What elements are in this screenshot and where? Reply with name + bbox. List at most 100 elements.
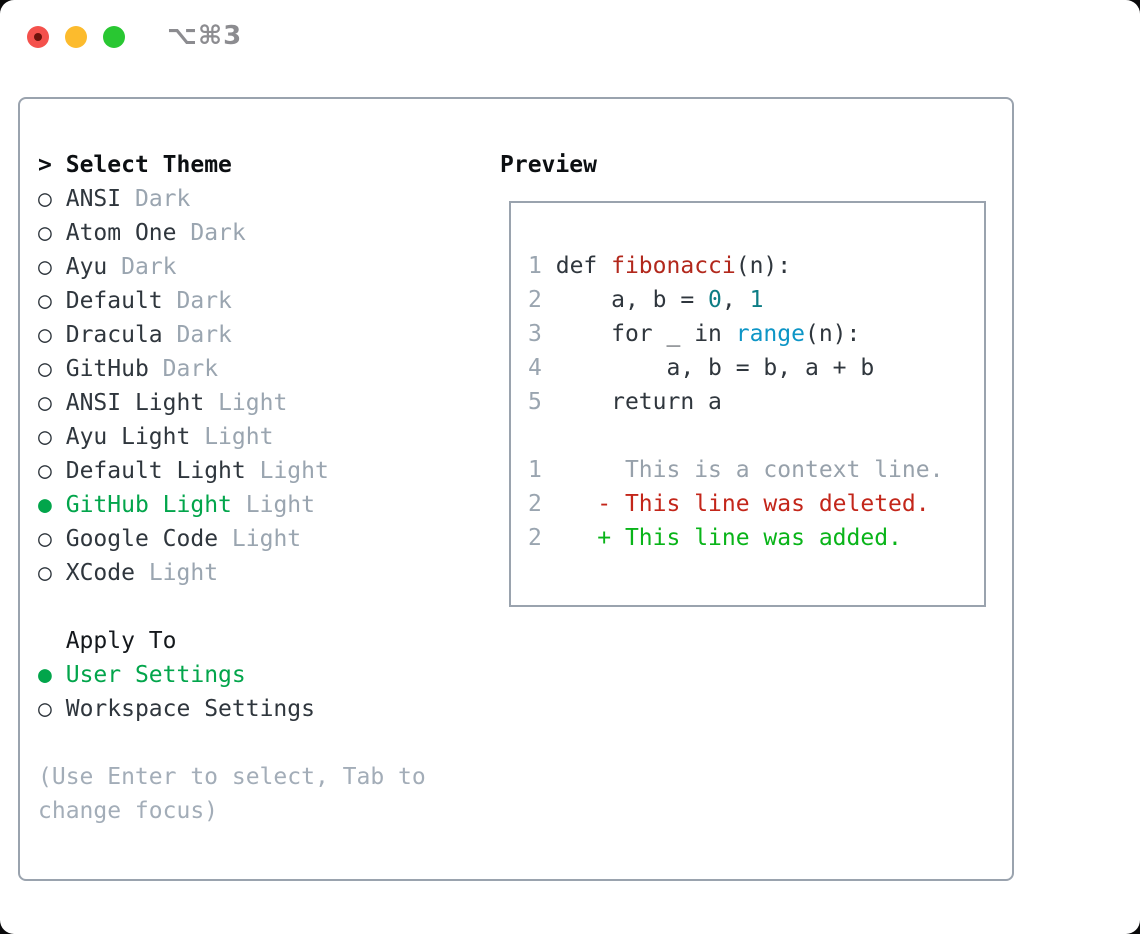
theme-name: Default	[65, 288, 163, 314]
theme-variant: Light	[259, 458, 329, 484]
window-title: ⌥⌘3	[167, 21, 243, 51]
keyboard-hint: (Use Enter to select, Tab to change focus…	[38, 760, 426, 828]
code-token: a, b =	[555, 287, 709, 313]
code-token: (n):	[804, 321, 861, 347]
apply-to-header: Apply To	[65, 628, 177, 654]
code-token: (n):	[735, 253, 792, 279]
theme-name: ANSI Light	[65, 390, 205, 416]
theme-name: Google Code	[65, 526, 219, 552]
theme-list: ○ ANSI Dark○ Atom One Dark○ Ayu Dark○ De…	[38, 182, 426, 590]
radio-icon: ○	[38, 424, 52, 450]
line-number: 1	[528, 457, 542, 483]
theme-option-atom-one[interactable]: ○ Atom One Dark	[38, 216, 426, 250]
theme-option-ayu-light[interactable]: ○ Ayu Light Light	[38, 420, 426, 454]
code-token: a, b = b, a + b	[555, 355, 875, 381]
theme-name: ANSI	[65, 186, 122, 212]
hint-line: change focus)	[38, 798, 219, 824]
zoom-button[interactable]	[103, 26, 125, 48]
radio-selected-icon: ●	[38, 492, 52, 518]
code-token: for _ in	[555, 321, 736, 347]
theme-name: Ayu Light	[65, 424, 191, 450]
radio-icon: ○	[38, 322, 52, 348]
apply-to-list: ● User Settings○ Workspace Settings	[38, 658, 426, 726]
code-token: def	[555, 253, 612, 279]
theme-variant: Light	[148, 560, 219, 586]
theme-option-github[interactable]: ○ GitHub Dark	[38, 352, 426, 386]
preview-line: 1 def fibonacci(n):	[528, 249, 984, 283]
code-token: ,	[721, 287, 750, 313]
titlebar: ⌥⌘3	[0, 0, 1140, 75]
select-theme-title: Select Theme	[65, 152, 232, 178]
theme-column: > Select Theme ○ ANSI Dark○ Atom One Dar…	[38, 148, 426, 828]
apply-option-label: Workspace Settings	[65, 696, 315, 722]
prompt-caret-icon: >	[38, 152, 52, 178]
theme-variant: Light	[204, 424, 274, 450]
preview-line: 1 This is a context line.	[528, 453, 984, 487]
preview-blank-line	[528, 419, 984, 453]
theme-option-ansi[interactable]: ○ ANSI Dark	[38, 182, 426, 216]
radio-icon: ○	[38, 254, 52, 280]
theme-name: Ayu	[65, 254, 108, 280]
radio-selected-icon: ●	[38, 662, 52, 688]
theme-name: GitHub Light	[65, 492, 232, 518]
code-token: range	[735, 321, 805, 347]
theme-variant: Light	[218, 390, 288, 416]
theme-name: Dracula	[65, 322, 163, 348]
code-token: 0	[708, 287, 722, 313]
minimize-button[interactable]	[65, 26, 87, 48]
line-number: 3	[528, 321, 542, 347]
radio-icon: ○	[38, 390, 52, 416]
theme-name: Default Light	[65, 458, 246, 484]
theme-option-github-light[interactable]: ● GitHub Light Light	[38, 488, 426, 522]
code-token: + This line was added.	[555, 525, 902, 551]
theme-variant: Dark	[121, 254, 177, 280]
line-number: 2	[528, 491, 542, 517]
code-token: return a	[555, 389, 722, 415]
theme-variant: Dark	[190, 220, 246, 246]
preview-line: 2 - This line was deleted.	[528, 487, 984, 521]
close-dot-icon	[34, 33, 42, 41]
theme-option-xcode[interactable]: ○ XCode Light	[38, 556, 426, 590]
line-number: 5	[528, 389, 542, 415]
code-token: fibonacci	[611, 253, 736, 279]
apply-option-workspace-settings[interactable]: ○ Workspace Settings	[38, 692, 426, 726]
theme-option-default-light[interactable]: ○ Default Light Light	[38, 454, 426, 488]
line-number: 1	[528, 253, 542, 279]
preview-line: 5 return a	[528, 385, 984, 419]
close-button[interactable]	[27, 26, 49, 48]
apply-option-label: User Settings	[65, 662, 246, 688]
line-number: 4	[528, 355, 542, 381]
theme-option-ansi-light[interactable]: ○ ANSI Light Light	[38, 386, 426, 420]
theme-variant: Light	[245, 492, 315, 518]
radio-icon: ○	[38, 288, 52, 314]
theme-variant: Dark	[134, 186, 191, 212]
theme-option-ayu[interactable]: ○ Ayu Dark	[38, 250, 426, 284]
preview-line: 2 a, b = 0, 1	[528, 283, 984, 317]
theme-variant: Dark	[162, 356, 219, 382]
radio-icon: ○	[38, 186, 52, 212]
code-token: 1	[749, 287, 764, 313]
theme-name: XCode	[65, 560, 135, 586]
theme-variant: Light	[231, 526, 302, 552]
theme-variant: Dark	[176, 322, 232, 348]
radio-icon: ○	[38, 458, 52, 484]
theme-name: Atom One	[65, 220, 177, 246]
code-token: This is a context line.	[555, 457, 944, 483]
theme-option-google-code[interactable]: ○ Google Code Light	[38, 522, 426, 556]
preview-line: 3 for _ in range(n):	[528, 317, 984, 351]
hint-line: (Use Enter to select, Tab to	[38, 764, 426, 790]
radio-icon: ○	[38, 560, 52, 586]
line-number: 2	[528, 525, 542, 551]
theme-option-default[interactable]: ○ Default Dark	[38, 284, 426, 318]
preview-title: Preview	[500, 152, 597, 178]
theme-option-dracula[interactable]: ○ Dracula Dark	[38, 318, 426, 352]
apply-option-user-settings[interactable]: ● User Settings	[38, 658, 426, 692]
radio-icon: ○	[38, 526, 52, 552]
preview-line: 2 + This line was added.	[528, 521, 984, 555]
line-number: 2	[528, 287, 542, 313]
radio-icon: ○	[38, 356, 52, 382]
select-theme-header: > Select Theme	[38, 148, 426, 182]
apply-to-section: Apply To ● User Settings○ Workspace Sett…	[38, 624, 426, 726]
